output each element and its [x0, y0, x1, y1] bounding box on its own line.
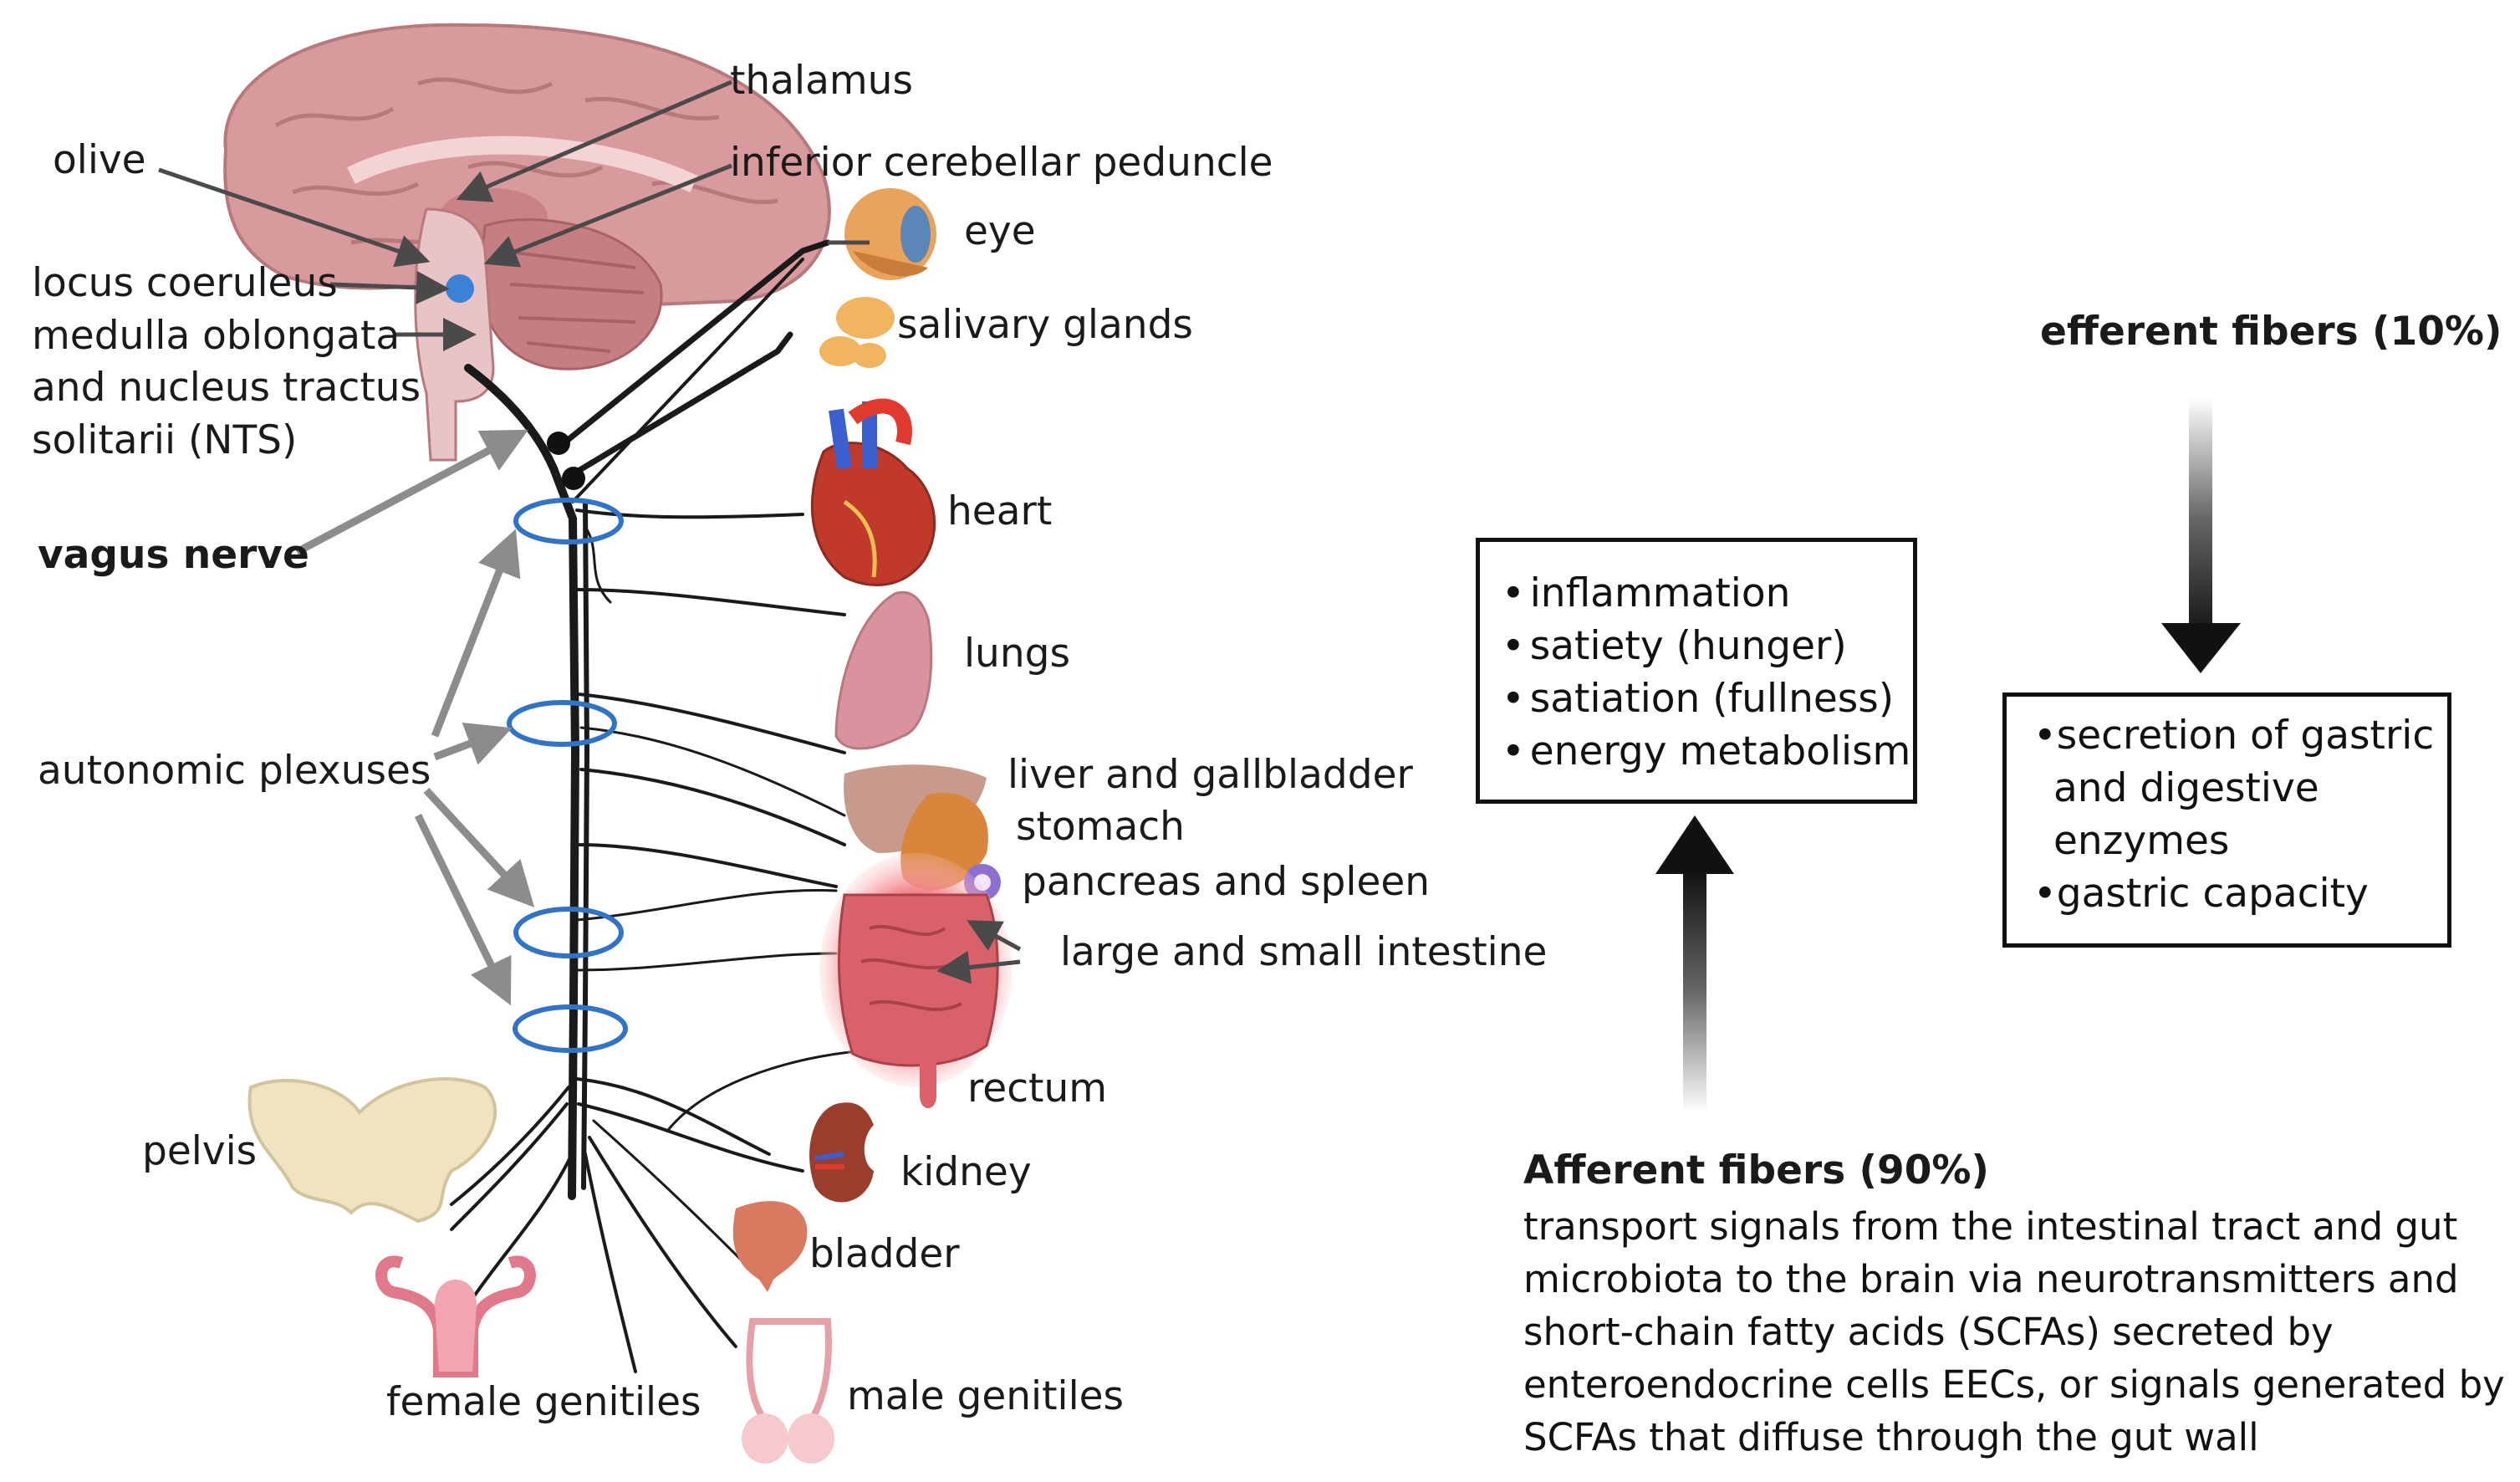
bladder-illustration — [732, 1201, 808, 1292]
label-inferior-cerebellar-peduncle: inferior cerebellar peduncle — [730, 140, 1273, 186]
afferent-line: microbiota to the brain via neurotransmi… — [1523, 1257, 2459, 1301]
label-eye: eye — [964, 208, 1036, 254]
vagus-nerve-trunk — [450, 239, 880, 1373]
label-kidney: kidney — [900, 1149, 1032, 1195]
label-pancreas-spleen: pancreas and spleen — [1022, 859, 1431, 905]
efferent-item-cont: enzymes — [2053, 818, 2230, 864]
effect-item: inflammation — [1502, 567, 1891, 620]
label-salivary-glands: salivary glands — [897, 302, 1193, 348]
efferent-item: secretion of gastric — [2056, 713, 2435, 759]
label-heart: heart — [947, 488, 1053, 534]
effect-item: satiation (fullness) — [1502, 672, 1894, 725]
male-genitals-illustration — [742, 1318, 834, 1464]
afferent-line: SCFAs that diffuse through the gut wall — [1523, 1415, 2259, 1459]
afferent-title: Afferent fibers (90%) — [1523, 1147, 1990, 1193]
afferent-description: transport signals from the intestinal tr… — [1523, 1200, 2520, 1464]
ganglion-dot — [547, 432, 570, 455]
brain-illustration — [223, 23, 831, 462]
label-autonomic-plexuses: autonomic plexuses — [38, 748, 431, 794]
label-intestine: large and small intestine — [1060, 929, 1548, 975]
label-male-genitiles: male genitiles — [847, 1373, 1125, 1419]
label-lungs: lungs — [964, 631, 1070, 677]
fiber-arrows — [1655, 397, 2241, 1112]
label-nucleus-tractus: and nucleus tractus — [32, 365, 421, 411]
label-pointers — [158, 79, 1022, 984]
label-locus-coeruleus: locus coeruleus — [32, 260, 338, 306]
label-stomach: stomach — [1016, 804, 1185, 850]
afferent-line: enteroendocrine cells EECs, or signals g… — [1523, 1362, 2505, 1407]
ganglion-dot — [562, 467, 585, 490]
heart-illustration — [810, 398, 936, 586]
eye-illustration — [844, 188, 936, 280]
efferent-item: gastric capacity — [2056, 871, 2369, 917]
female-genitals-illustration — [375, 1255, 536, 1377]
label-vagus-nerve: vagus nerve — [38, 532, 309, 578]
label-liver-gallbladder: liver and gallbladder — [1007, 752, 1413, 798]
efferent-effects-box: •secretion of gastric and digestive enzy… — [2002, 692, 2451, 948]
effect-item: satiety (hunger) — [1502, 620, 1891, 672]
afferent-effects-box: inflammation satiety (hunger) satiation … — [1476, 538, 1917, 804]
label-bladder: bladder — [809, 1231, 960, 1277]
label-thalamus: thalamus — [730, 58, 913, 104]
label-pelvis: pelvis — [142, 1128, 258, 1174]
pelvis-illustration — [247, 1077, 497, 1224]
label-female-genitiles: female genitiles — [386, 1379, 701, 1425]
afferent-line: short-chain fatty acids (SCFAs) secreted… — [1523, 1310, 2334, 1354]
label-medulla-oblongata: medulla oblongata — [32, 313, 400, 359]
efferent-title: efferent fibers (10%) — [2040, 309, 2502, 355]
lung-illustration — [834, 590, 933, 750]
afferent-effects-list: inflammation satiety (hunger) satiation … — [1502, 567, 1911, 778]
label-rectum: rectum — [967, 1066, 1108, 1112]
intestine-illustration — [819, 853, 1012, 1108]
effect-item: energy metabolism — [1502, 725, 1911, 778]
plexus-pointers — [294, 429, 535, 1006]
salivary-glands-illustration — [819, 297, 895, 368]
kidney-illustration — [809, 1102, 874, 1203]
efferent-item-cont: and digestive — [2053, 765, 2319, 811]
label-olive: olive — [53, 137, 146, 183]
label-solitarii: solitarii (NTS) — [32, 417, 298, 463]
afferent-line: transport signals from the intestinal tr… — [1523, 1204, 2458, 1249]
plexus-rings — [507, 498, 628, 1053]
